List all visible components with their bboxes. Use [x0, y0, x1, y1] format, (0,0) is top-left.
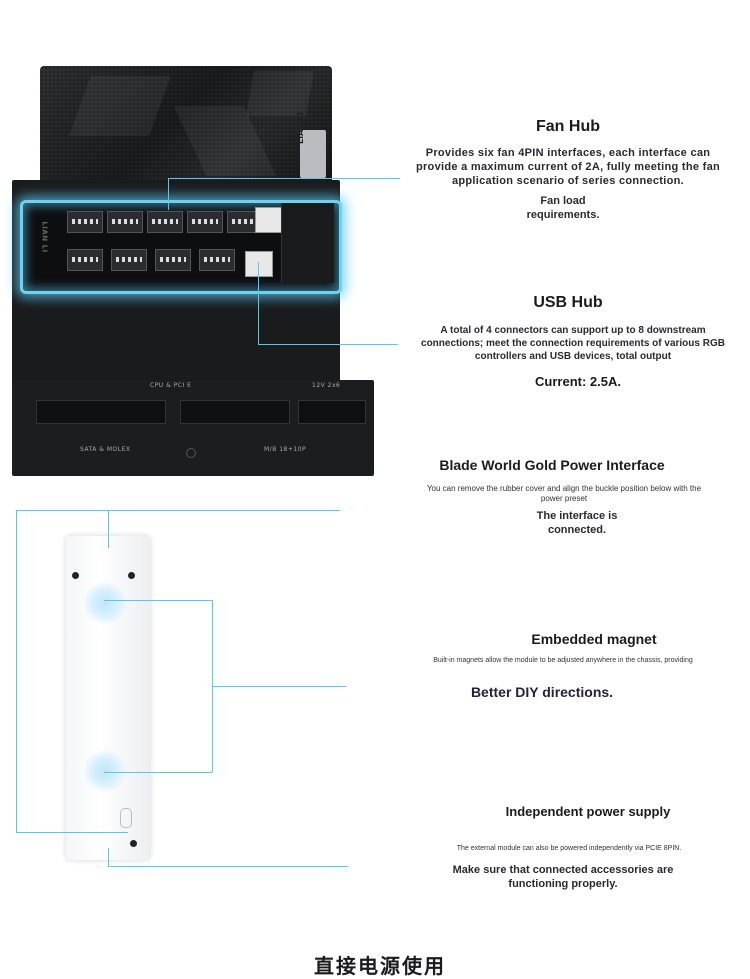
callout-line: [16, 832, 128, 833]
blade-interface-note: The interface is connected.: [536, 510, 618, 536]
callout-line: [258, 344, 398, 345]
callout-line: [168, 178, 169, 210]
callout-line: [108, 866, 348, 867]
psu-top-panel: [40, 66, 332, 184]
fan-hub-description: Provides six fan 4PIN interfaces, each i…: [415, 147, 721, 187]
fan-port: [67, 211, 103, 233]
magnet-title: Embedded magnet: [531, 631, 657, 647]
external-module: [66, 536, 150, 860]
12v-label: 12V 2x6: [312, 382, 341, 389]
cpu-pcie-label: CPU & PCI E: [150, 382, 192, 389]
magnet-glow: [84, 750, 126, 792]
callout-line: [104, 772, 212, 773]
usb-header-port: [155, 249, 191, 271]
magnet-glow: [84, 582, 126, 624]
blade-interface-description: You can remove the rubber cover and alig…: [426, 484, 702, 503]
callout-line: [104, 600, 212, 601]
connector-block: [36, 400, 166, 424]
hub-port-panel: LIAN LI: [20, 200, 342, 294]
footer-heading: 直接电源使用: [314, 956, 446, 978]
brand-badge: LIAN LI: [296, 112, 326, 178]
magnet-note: Better DIY directions.: [470, 684, 614, 700]
screw-icon: [130, 840, 137, 847]
blade-interface-title: Blade World Gold Power Interface: [439, 457, 665, 473]
usb-header-port: [67, 249, 103, 271]
mb-label: M/B 18+10P: [264, 446, 307, 453]
fan-port: [187, 211, 223, 233]
fan-hub-note: Fan load requirements.: [526, 195, 600, 221]
callout-line: [108, 510, 109, 548]
connector-block: [298, 400, 366, 424]
callout-line: [16, 510, 340, 511]
power-title: Independent power supply: [505, 804, 671, 819]
usb-hub-description: A total of 4 connectors can support up t…: [421, 325, 725, 362]
module-product-image: [0, 500, 360, 880]
callout-line: [258, 262, 259, 344]
fan-port: [107, 211, 143, 233]
callout-line: [108, 848, 109, 866]
power-note: Make sure that connected accessories are…: [452, 864, 674, 890]
callout-line: [168, 178, 400, 179]
sata-molex-label: SATA & MOLEX: [80, 446, 131, 453]
power-connector-white: [245, 251, 273, 277]
fan-port: [147, 211, 183, 233]
power-description: The external module can also be powered …: [456, 845, 682, 852]
usb-hub-note: Current: 2.5A.: [535, 374, 621, 389]
magnet-description: Built-in magnets allow the module to be …: [433, 657, 693, 664]
fan-hub-title: Fan Hub: [536, 118, 600, 135]
power-connector-white: [255, 207, 283, 233]
screw-icon: [128, 572, 135, 579]
usb-header-port: [111, 249, 147, 271]
callout-line: [16, 510, 17, 832]
module-slot: [281, 203, 334, 283]
callout-line: [212, 686, 346, 687]
psu-connector-panel: CPU & PCI E 12V 2x6 SATA & MOLEX M/B 18+…: [12, 380, 374, 476]
usb-hub-title: USB Hub: [533, 294, 603, 311]
psu-product-image: LIAN LI LIAN LI CPU & PCI E 12V 2x6 SATA…: [0, 60, 420, 476]
side-brand-label: LIAN LI: [40, 221, 49, 253]
screw-icon: [72, 572, 79, 579]
screw-icon: [186, 448, 196, 458]
cable-hook-icon: [120, 808, 132, 828]
connector-block: [180, 400, 290, 424]
usb-header-port: [199, 249, 235, 271]
